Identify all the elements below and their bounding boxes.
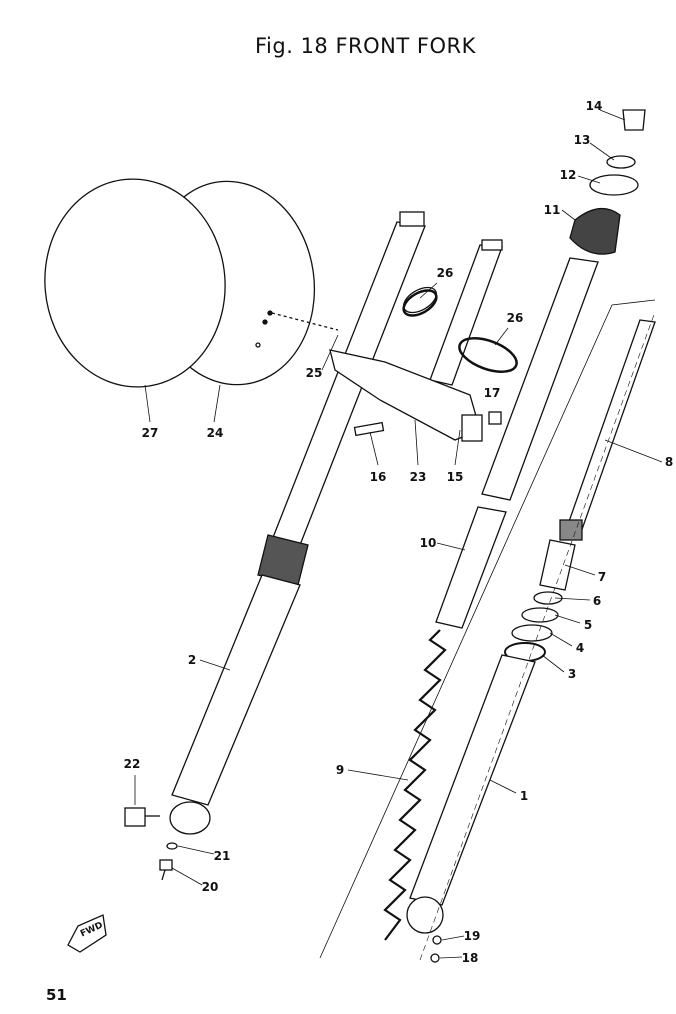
callout-12: 12 bbox=[559, 168, 577, 182]
dust-seal-cover bbox=[569, 208, 621, 255]
callout-26: 26 bbox=[436, 266, 454, 280]
callout-23: 23 bbox=[409, 470, 427, 484]
callout-6: 6 bbox=[592, 594, 602, 608]
callout-14: 14 bbox=[585, 99, 603, 113]
callout-19: 19 bbox=[463, 929, 481, 943]
callout-5: 5 bbox=[583, 618, 593, 632]
callout-10: 10 bbox=[419, 536, 437, 550]
callout-22: 22 bbox=[123, 757, 141, 771]
figure-title: Fig. 18 FRONT FORK bbox=[255, 34, 476, 58]
callout-25: 25 bbox=[305, 366, 323, 380]
damper-rod bbox=[565, 319, 656, 536]
callout-3: 3 bbox=[567, 667, 577, 681]
right-fork-inner-tube bbox=[481, 257, 599, 501]
rebound-spring-tube bbox=[539, 539, 576, 591]
callout-26: 26 bbox=[506, 311, 524, 325]
callout-17: 17 bbox=[483, 386, 501, 400]
callout-2: 2 bbox=[187, 653, 197, 667]
fork-spacer-tube bbox=[435, 506, 507, 629]
right-fork-outer-tube bbox=[409, 654, 536, 906]
callout-11: 11 bbox=[543, 203, 561, 217]
fork-spring bbox=[383, 629, 447, 941]
callout-20: 20 bbox=[201, 880, 219, 894]
callout-7: 7 bbox=[597, 570, 607, 584]
callout-4: 4 bbox=[575, 641, 585, 655]
left-fork-outer-tube bbox=[171, 574, 301, 806]
page-number: 51 bbox=[46, 986, 67, 1004]
wire-clip-2 bbox=[458, 337, 518, 373]
callout-15: 15 bbox=[446, 470, 464, 484]
fwd-arrow-icon bbox=[67, 914, 107, 953]
headlight-lens bbox=[44, 178, 226, 388]
callout-16: 16 bbox=[369, 470, 387, 484]
callout-27: 27 bbox=[141, 426, 159, 440]
callout-24: 24 bbox=[206, 426, 224, 440]
callout-18: 18 bbox=[461, 951, 479, 965]
callout-8: 8 bbox=[664, 455, 674, 469]
cap-bolt bbox=[622, 109, 646, 131]
callout-13: 13 bbox=[573, 133, 591, 147]
callout-1: 1 bbox=[519, 789, 529, 803]
callout-9: 9 bbox=[335, 763, 345, 777]
callout-21: 21 bbox=[213, 849, 231, 863]
